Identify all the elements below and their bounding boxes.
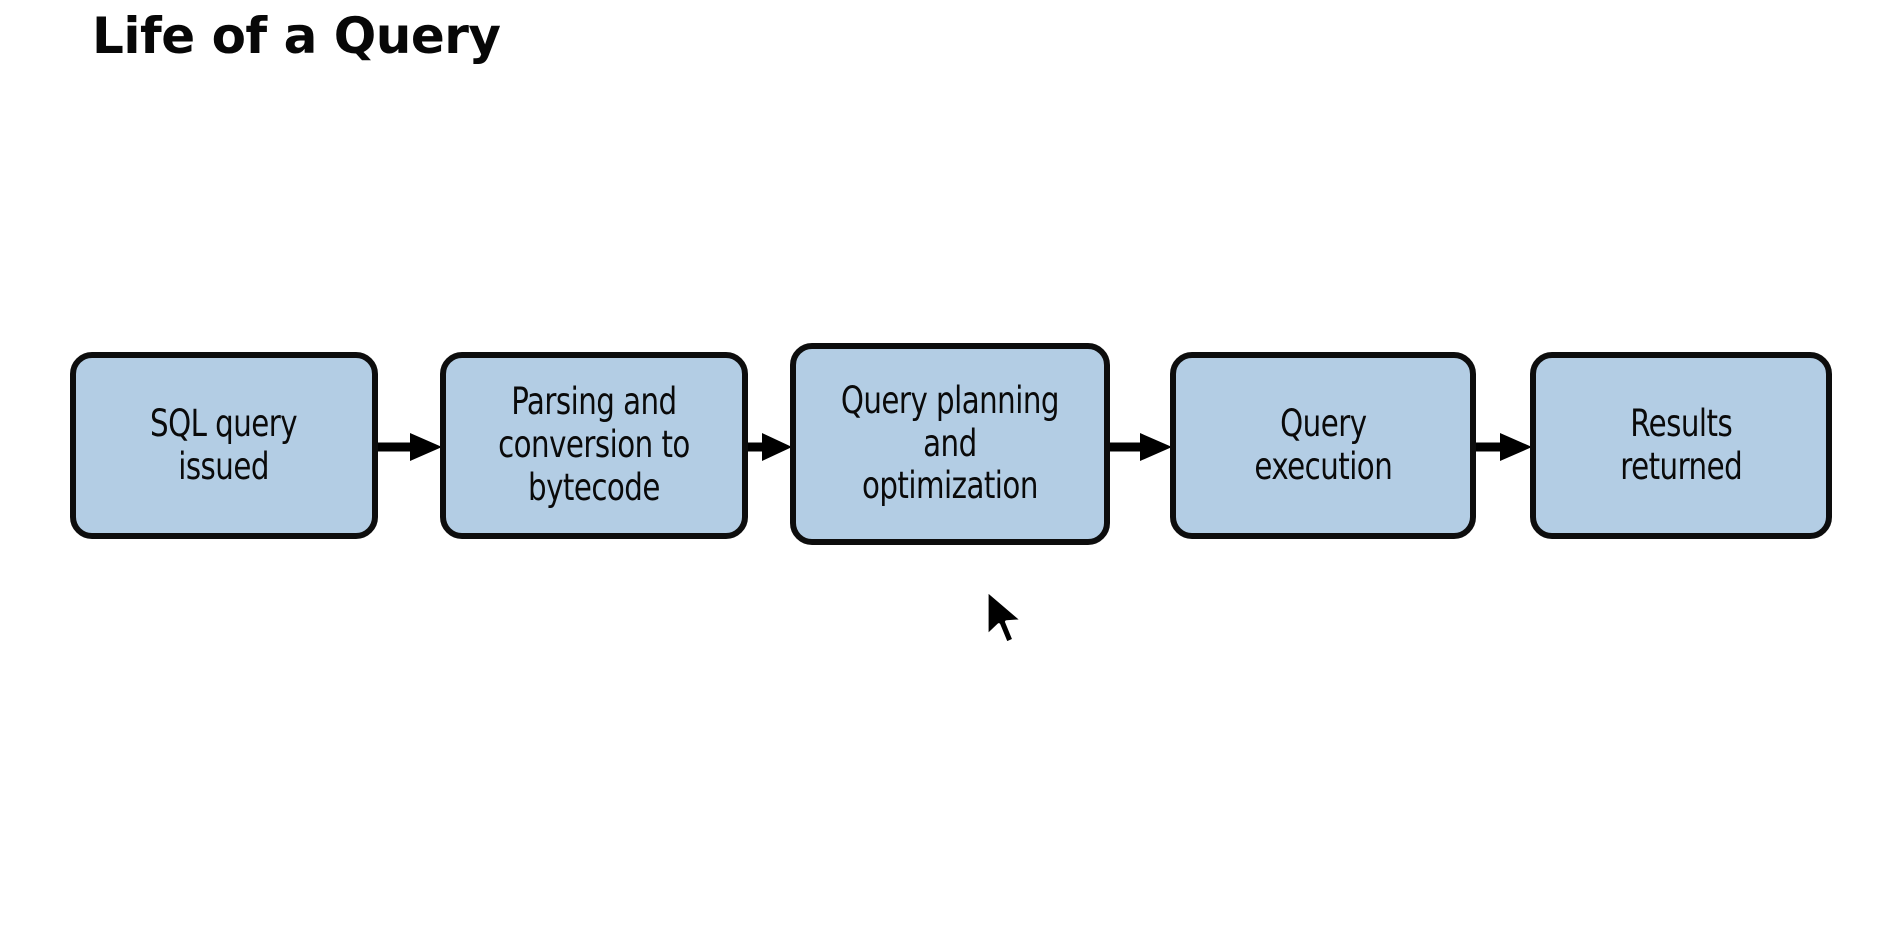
flow-node-label: Query planning and optimization (840, 378, 1060, 508)
flow-node-label: SQL query issued (150, 401, 298, 488)
flow-node-sql-query-issued[interactable]: SQL query issued (70, 352, 378, 539)
flow-node-label: Results returned (1620, 401, 1742, 488)
flow-arrow-right-icon (1110, 433, 1172, 461)
flow-node-query-execution[interactable]: Query execution (1170, 352, 1476, 539)
flow-node-parsing-and-conversion[interactable]: Parsing and conversion to bytecode (440, 352, 748, 539)
flow-arrow-right-icon (1476, 433, 1532, 461)
arrow-pointer-icon (985, 588, 1025, 645)
page-title: Life of a Query (92, 7, 501, 65)
flow-node-results-returned[interactable]: Results returned (1530, 352, 1832, 539)
flow-node-label: Parsing and conversion to bytecode (498, 380, 690, 509)
flow-node-label: Query execution (1254, 401, 1392, 488)
flow-node-query-planning-optimization[interactable]: Query planning and optimization (790, 343, 1110, 545)
flow-arrow-right-icon (748, 433, 792, 461)
flow-diagram: SQL query issued Parsing and conversion … (0, 340, 1904, 550)
flow-arrow-right-icon (378, 433, 442, 461)
